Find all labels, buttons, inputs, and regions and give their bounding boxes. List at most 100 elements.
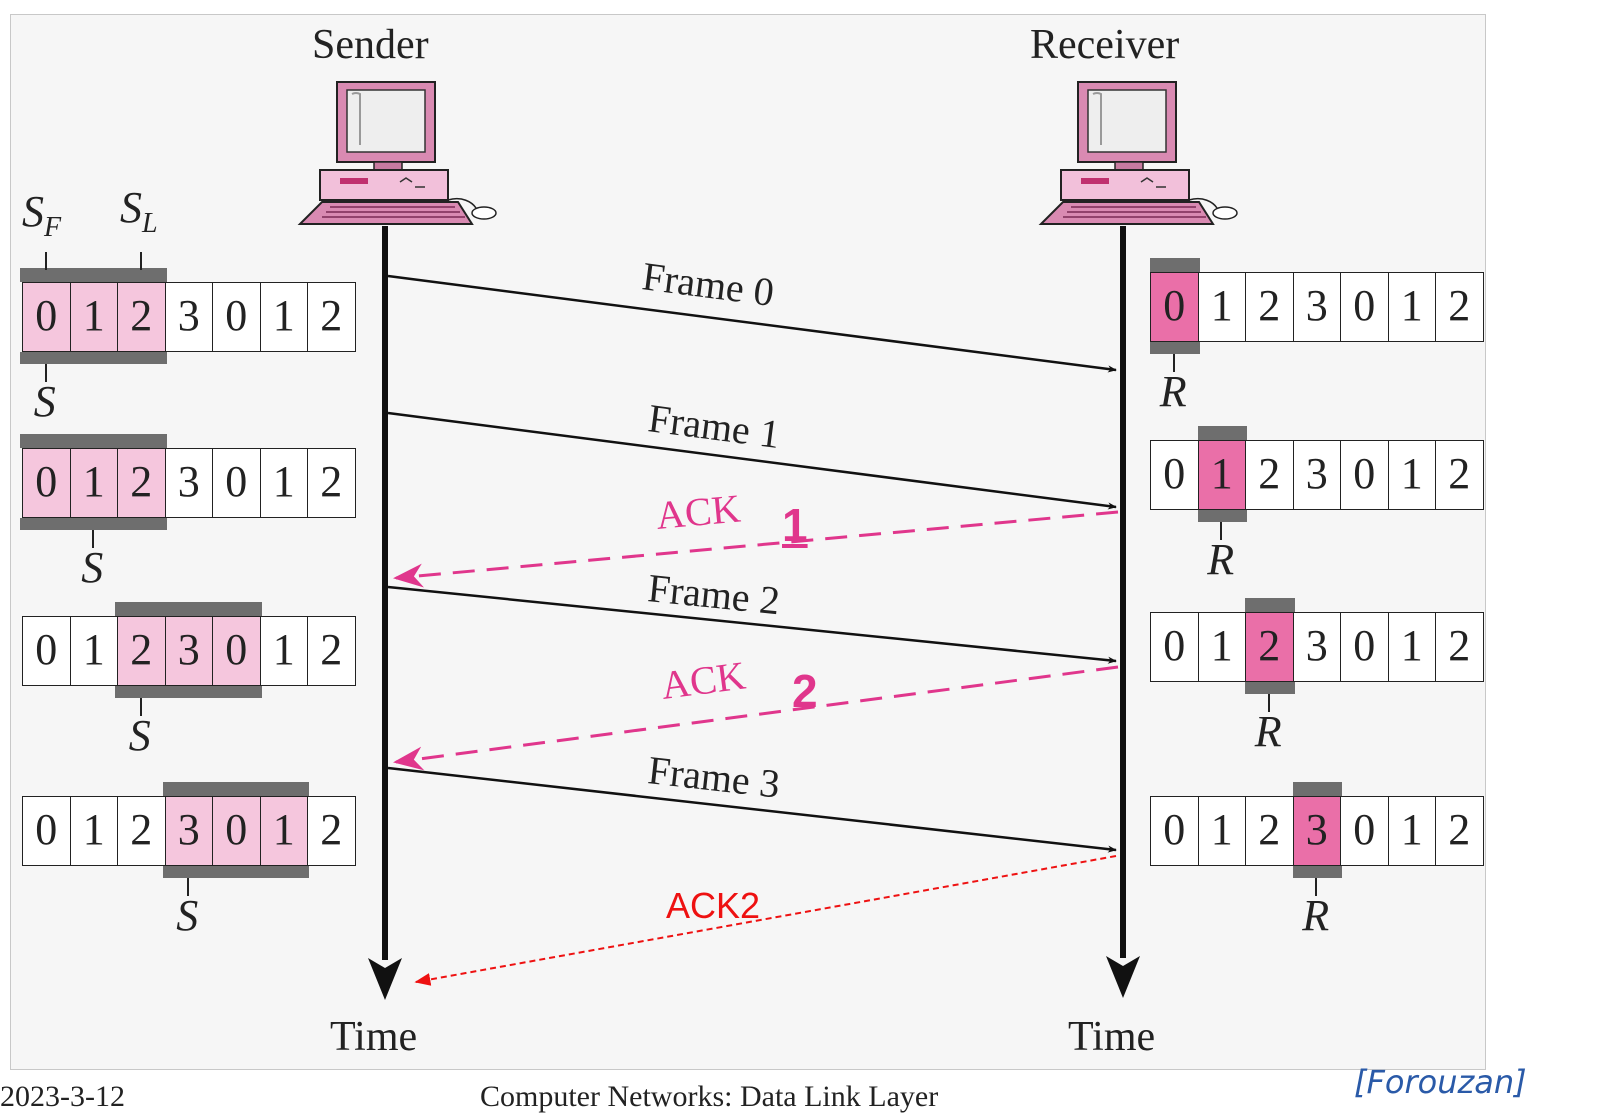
receiver-cell: 1 — [1387, 440, 1436, 510]
receiver-cell: 0 — [1340, 440, 1389, 510]
receiver-cell: 1 — [1387, 272, 1436, 342]
sender-cell: 0 — [212, 796, 261, 866]
sender-cell: 0 — [212, 282, 261, 352]
sender-s-tick — [187, 878, 190, 896]
receiver-cell: 0 — [1340, 796, 1389, 866]
receiver-window-bar-bottom — [1245, 682, 1295, 694]
receiver-window-bar-bottom — [1150, 342, 1200, 354]
receiver-cell: 3 — [1292, 612, 1341, 682]
receiver-timeline-arrowhead — [1106, 956, 1140, 998]
sf-letter: S — [22, 187, 44, 236]
sender-window-bar-bottom — [115, 686, 262, 698]
frame-3-arrow — [387, 766, 1117, 853]
sf-label: SF — [22, 190, 61, 242]
sender-cell: 2 — [307, 796, 356, 866]
receiver-window-bar-top — [1197, 426, 1247, 440]
ack-2-number: 2 — [792, 665, 818, 717]
receiver-r-tick — [1315, 878, 1318, 896]
sender-cell: 3 — [164, 448, 213, 518]
receiver-window-bar-top — [1245, 598, 1295, 612]
sender-cell: 3 — [164, 616, 213, 686]
sender-cell: 2 — [307, 282, 356, 352]
sender-cell: 1 — [69, 796, 118, 866]
sender-cell: 0 — [22, 282, 71, 352]
sender-cell: 2 — [307, 616, 356, 686]
receiver-r-tick — [1172, 354, 1175, 372]
sender-s-label: S — [176, 891, 199, 940]
receiver-r-label: R — [1159, 367, 1187, 416]
sender-window-bar-top — [162, 782, 309, 796]
sender-cell: 1 — [259, 448, 308, 518]
sender-time-label: Time — [330, 1014, 418, 1060]
ack-2-arrow — [393, 665, 1119, 771]
credit-text: [Forouzan] — [1354, 1063, 1527, 1101]
receiver-window-bar-bottom — [1197, 510, 1247, 522]
ack-2-label: ACK — [658, 652, 749, 708]
receiver-cell: 2 — [1435, 612, 1484, 682]
sender-cell: 1 — [259, 616, 308, 686]
receiver-title: Receiver — [1030, 22, 1180, 68]
ack-1-number: 1 — [782, 499, 808, 551]
receiver-window-bar-top — [1150, 258, 1200, 272]
receiver-cell: 1 — [1197, 272, 1246, 342]
frame-2-arrow — [387, 585, 1117, 664]
sender-cell: 1 — [259, 282, 308, 352]
sender-cell: 0 — [22, 616, 71, 686]
receiver-cell: 0 — [1150, 612, 1199, 682]
receiver-cell: 0 — [1340, 272, 1389, 342]
sender-s-label: S — [33, 377, 56, 426]
sender-cell: 2 — [117, 616, 166, 686]
sender-cell: 0 — [212, 616, 261, 686]
sf-tick — [44, 252, 47, 270]
ack-final-arrow — [414, 855, 1117, 986]
sender-window-bar-bottom — [20, 352, 167, 364]
receiver-cell: 2 — [1435, 796, 1484, 866]
receiver-cell: 0 — [1150, 440, 1199, 510]
sender-s-tick — [92, 530, 95, 548]
sender-cell: 2 — [117, 448, 166, 518]
receiver-cell: 1 — [1387, 796, 1436, 866]
sender-cell: 1 — [259, 796, 308, 866]
sender-window-bar-bottom — [20, 518, 167, 530]
receiver-cell: 2 — [1435, 440, 1484, 510]
receiver-cell: 2 — [1245, 612, 1294, 682]
ack-1-arrow — [393, 510, 1119, 588]
frame-0-arrow — [387, 274, 1117, 373]
sender-cell: 1 — [69, 282, 118, 352]
sender-window-bar-top — [115, 602, 262, 616]
sf-subscript: F — [44, 211, 62, 243]
sender-window-bar-bottom — [162, 866, 309, 878]
receiver-cell: 3 — [1292, 796, 1341, 866]
diagram-frame — [10, 14, 1486, 1070]
receiver-cell: 3 — [1292, 272, 1341, 342]
receiver-cell: 1 — [1197, 796, 1246, 866]
receiver-cell: 0 — [1150, 796, 1199, 866]
sender-cell: 2 — [117, 282, 166, 352]
receiver-r-label: R — [1254, 707, 1282, 756]
sender-cell: 2 — [117, 796, 166, 866]
sender-cell: 0 — [22, 796, 71, 866]
sender-s-label: S — [81, 543, 104, 592]
sender-s-tick — [44, 364, 47, 382]
sender-cell: 3 — [164, 282, 213, 352]
receiver-cell: 1 — [1197, 612, 1246, 682]
footer-date: 2023-3-12 — [0, 1080, 125, 1113]
sender-s-tick — [139, 698, 142, 716]
receiver-cell: 2 — [1245, 272, 1294, 342]
receiver-r-tick — [1267, 694, 1270, 712]
sender-window-bar-top — [20, 268, 167, 282]
receiver-cell: 3 — [1292, 440, 1341, 510]
sender-title: Sender — [312, 22, 429, 68]
receiver-cell: 1 — [1197, 440, 1246, 510]
receiver-cell: 0 — [1340, 612, 1389, 682]
receiver-cell: 2 — [1435, 272, 1484, 342]
sender-computer-icon — [297, 81, 497, 225]
sender-cell: 0 — [212, 448, 261, 518]
sender-window-bar-top — [20, 434, 167, 448]
sender-cell: 1 — [69, 616, 118, 686]
receiver-r-label: R — [1207, 535, 1235, 584]
receiver-cell: 2 — [1245, 440, 1294, 510]
receiver-window-bar-bottom — [1292, 866, 1342, 878]
sl-tick — [139, 252, 142, 270]
receiver-time-label: Time — [1068, 1014, 1156, 1060]
